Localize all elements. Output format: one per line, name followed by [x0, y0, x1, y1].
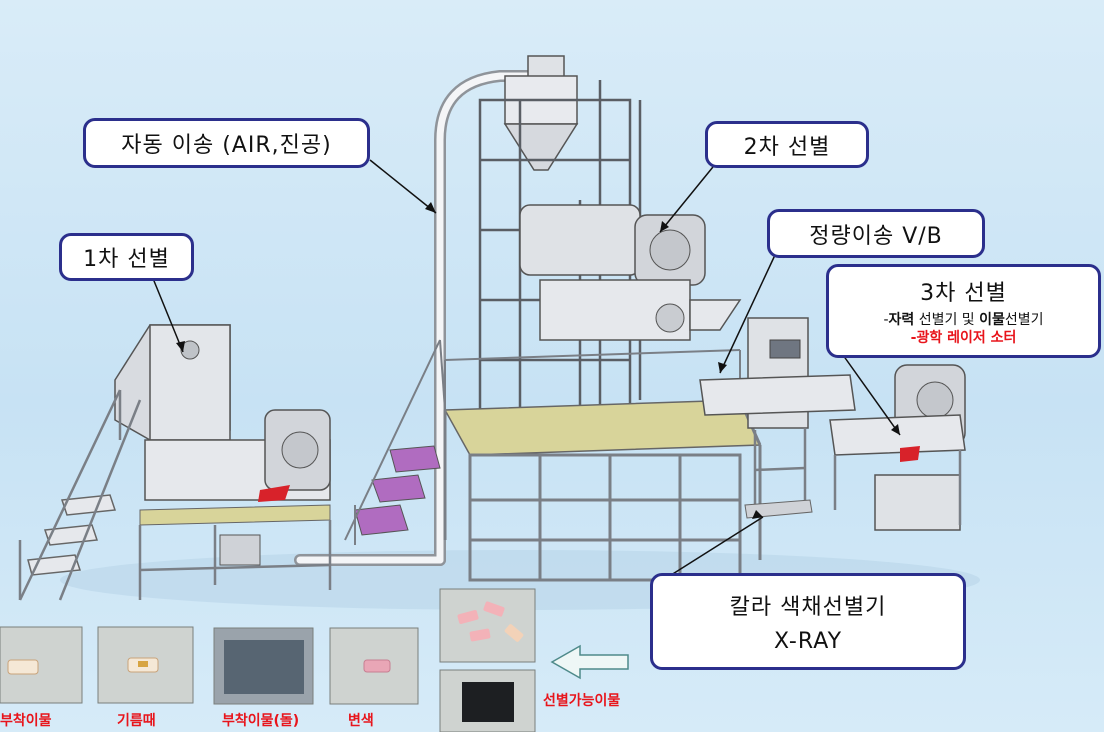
leader-lines [151, 159, 901, 583]
third-sorter-machine [829, 364, 966, 531]
sample-caption-discolor: 변색 [348, 713, 374, 729]
center-stairs [344, 339, 446, 545]
third-sort-title: 3차 선별 [920, 281, 1007, 306]
left-arrow-icon [550, 644, 629, 680]
first-sort-label: 1차 선별 [59, 233, 194, 281]
third-sort-line1-magnetic: 자력 [888, 312, 915, 328]
left-stairs [18, 389, 142, 601]
third-sort-line2: -광학 레이저 소터 [910, 330, 1017, 346]
color-sorter-line2: X-RAY [773, 629, 843, 654]
xray-machine [699, 317, 856, 519]
color-sorter-line1: 칼라 색채선별기 [729, 595, 887, 620]
second-sort-text: 2차 선별 [743, 134, 831, 160]
auto-transfer-label: 자동 이송 (AIR,진공) [83, 118, 370, 168]
third-sort-line1-end: 선별기 [1004, 312, 1044, 328]
sortable-caption: 선별가능이물 [543, 693, 621, 709]
quant-transfer-text: 정량이송 V/B [809, 223, 943, 249]
color-sorter-label: 칼라 색채선별기 X-RAY [650, 573, 966, 670]
third-sort-label: 3차 선별 -자력 선별기 및 이물선별기 -광학 레이저 소터 [826, 264, 1101, 358]
third-sort-line1-mid: 선별기 및 [914, 312, 980, 328]
second-sorter-machines [519, 204, 742, 341]
third-sort-line1-foreign: 이물 [979, 312, 1005, 328]
leader-arrowheads [176, 202, 900, 519]
sample-caption-attached: 부착이물 [0, 713, 52, 729]
first-sorter-machine [114, 324, 332, 600]
first-sort-text: 1차 선별 [83, 247, 170, 272]
main-platform [443, 349, 762, 582]
sample-caption-grease: 기름때 [117, 713, 156, 729]
third-sort-line1: -자력 선별기 및 이물선별기 [883, 311, 1043, 329]
sample-caption-stone: 부착이물(돌) [222, 713, 300, 729]
sample-pictures [0, 588, 536, 732]
second-sort-label: 2차 선별 [705, 121, 869, 168]
third-sort-line1-dash: - [883, 312, 889, 328]
quant-transfer-label: 정량이송 V/B [767, 209, 985, 258]
auto-transfer-text: 자동 이송 (AIR,진공) [121, 133, 332, 158]
